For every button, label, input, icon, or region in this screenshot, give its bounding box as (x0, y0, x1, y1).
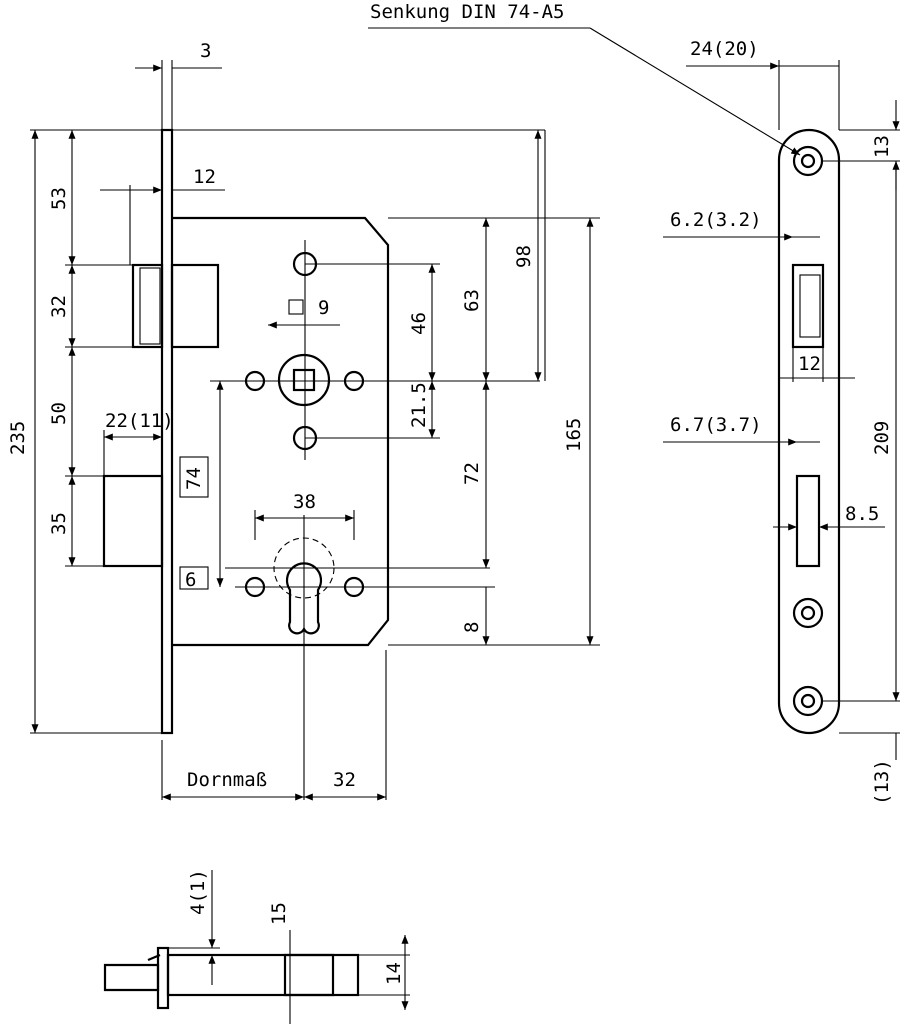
square-symbol-icon (288, 299, 304, 315)
dim-3: 3 (200, 40, 211, 62)
dim-6-2: 6.2(3.2) (670, 209, 762, 231)
dim-14: 14 (383, 962, 405, 985)
dim-46: 46 (408, 312, 430, 335)
dim-24-20: 24(20) (690, 38, 759, 60)
deadbolt-slot (795, 474, 821, 568)
dim-21-5: 21.5 (408, 382, 430, 428)
dim-32-backset: 32 (333, 769, 356, 791)
square-spindle (292, 368, 316, 392)
bottom-faceplate (156, 946, 170, 1010)
dim-4-1: 4(1) (187, 869, 209, 915)
latch-slot (791, 263, 825, 349)
dim-53: 53 (48, 187, 70, 210)
dim-12-latch: 12 (193, 166, 216, 188)
faceplate-screw-top (792, 145, 824, 177)
dim-235: 235 (7, 421, 29, 455)
dim-72: 72 (461, 462, 483, 485)
deadbolt (102, 474, 164, 568)
dim-74: 74 (183, 467, 205, 490)
bottom-case (166, 953, 360, 997)
dim-35: 35 (48, 512, 70, 535)
dim-209: 209 (871, 421, 893, 455)
dim-22-11: 22(11) (105, 410, 174, 432)
bottom-latch (103, 963, 160, 992)
dim-50: 50 (48, 402, 70, 425)
spindle-hub (277, 353, 331, 407)
latch-body (170, 263, 220, 349)
faceplate-screw-bottom (792, 685, 824, 717)
dim-38: 38 (293, 491, 316, 513)
dim-63: 63 (461, 289, 483, 312)
dim-6: 6 (185, 569, 196, 591)
dim-32-latch: 32 (48, 295, 70, 318)
dim-square-9: 9 (318, 297, 329, 319)
faceplate-screw-middle (792, 597, 824, 629)
boxed-74 (179, 456, 209, 498)
boxed-6 (179, 566, 209, 590)
dim-13-bottom: (13) (871, 759, 893, 805)
senkung-callout: Senkung DIN 74-A5 (370, 1, 564, 23)
faceplate-view: Senkung DIN 74-A5 24(2 (368, 1, 900, 805)
lock-case (172, 216, 390, 647)
dim-6-7: 6.7(3.7) (670, 414, 762, 436)
dim-12-slot: 12 (798, 353, 821, 375)
dim-165: 165 (563, 418, 585, 452)
dim-15: 15 (268, 902, 290, 925)
dim-13-top: 13 (871, 135, 893, 158)
backset-label: Dornmaß (187, 769, 267, 791)
faceplate-side (777, 128, 841, 735)
dim-8: 8 (461, 622, 483, 633)
dim-98: 98 (513, 245, 535, 268)
front-view: 3 12 9 22(11) 38 Dornmaß 32 6 235 53 32 … (7, 40, 600, 801)
cylinder-keyhole (285, 562, 323, 635)
bottom-view: 4(1) 15 14 (103, 869, 410, 1024)
latch-bolt (131, 263, 164, 349)
dim-8-5: 8.5 (845, 503, 879, 525)
